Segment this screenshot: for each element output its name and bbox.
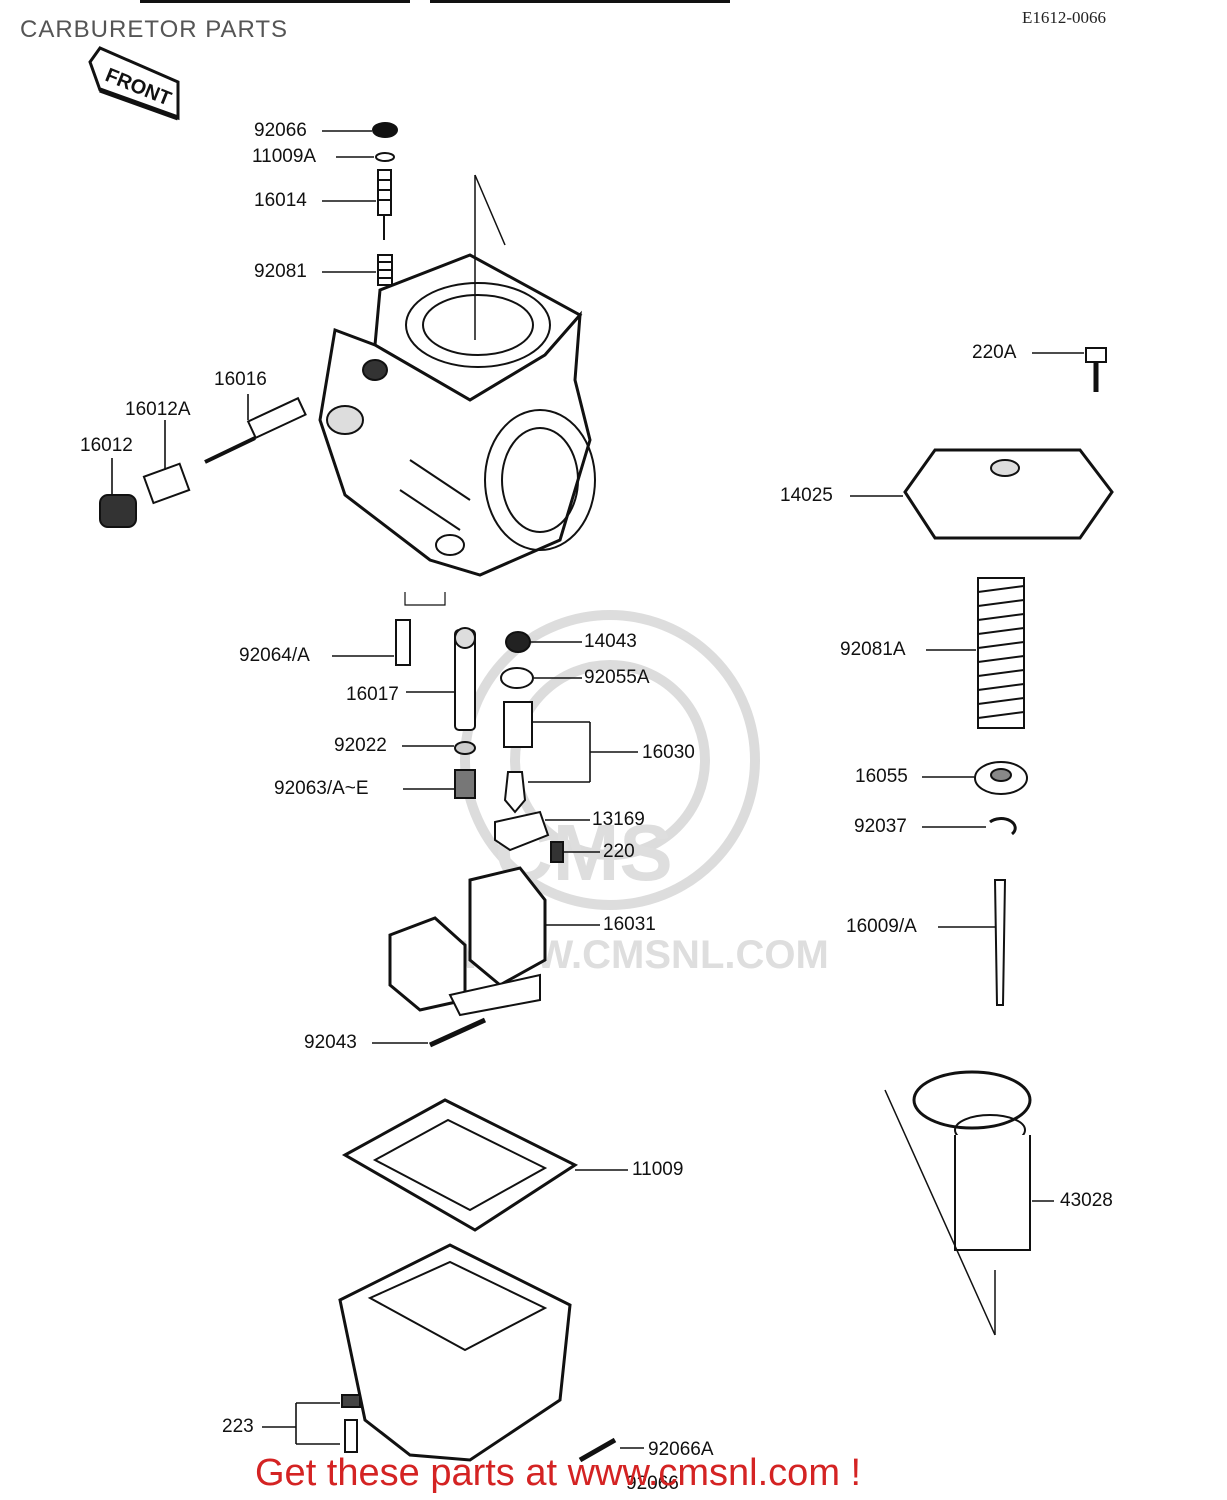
part-label-220a: 220A xyxy=(972,342,1017,363)
part-label-92064a: 92064/A xyxy=(239,645,310,666)
choke-plunger-drawing xyxy=(99,396,307,528)
idle-screw-stack-drawing xyxy=(372,122,398,286)
part-label-16012: 16012 xyxy=(80,435,133,456)
part-label-92022: 92022 xyxy=(334,735,387,756)
part-label-11009a: 11009A xyxy=(252,146,317,167)
carburetor-body-drawing xyxy=(318,174,596,577)
part-label-92043: 92043 xyxy=(304,1032,357,1053)
top-rule xyxy=(140,0,410,3)
leader-lines xyxy=(111,130,1084,1449)
part-label-220: 220 xyxy=(603,841,635,862)
top-rule xyxy=(430,0,730,3)
float-bowl-drawing xyxy=(338,1243,617,1463)
part-label-16009a: 16009/A xyxy=(846,916,917,937)
part-label-92037: 92037 xyxy=(854,816,907,837)
part-label-16016: 16016 xyxy=(214,369,267,390)
float-drawing xyxy=(388,866,547,1048)
part-label-92066-drain: 92066 xyxy=(626,1473,679,1494)
promo-banner-link[interactable]: Get these parts at www.cmsnl.com ! xyxy=(255,1452,862,1494)
part-label-92055a: 92055A xyxy=(584,667,650,688)
front-direction-tag xyxy=(88,46,180,121)
part-label-16030: 16030 xyxy=(642,742,695,763)
page-title: CARBURETOR PARTS xyxy=(20,16,289,43)
part-label-14043: 14043 xyxy=(584,631,637,652)
part-label-16055: 16055 xyxy=(855,766,908,787)
part-label-92081a: 92081A xyxy=(840,639,906,660)
float-bowl-gasket-drawing xyxy=(341,1098,579,1232)
part-label-92066a: 92066A xyxy=(648,1439,714,1460)
part-label-92081: 92081 xyxy=(254,261,307,282)
part-label-16031: 16031 xyxy=(603,914,656,935)
part-label-13169: 13169 xyxy=(592,809,645,830)
part-label-16012a: 16012A xyxy=(125,399,191,420)
part-label-92066: 92066 xyxy=(254,120,307,141)
part-label-14025: 14025 xyxy=(780,485,833,506)
vacuum-piston-assembly-drawing xyxy=(884,347,1114,1336)
part-label-43028: 43028 xyxy=(1060,1190,1113,1211)
part-label-16014: 16014 xyxy=(254,190,307,211)
part-label-16017: 16017 xyxy=(346,684,399,705)
watermark-logo xyxy=(460,610,760,910)
part-label-223: 223 xyxy=(222,1416,254,1437)
part-label-92063: 92063/A~E xyxy=(274,778,369,799)
part-label-11009: 11009 xyxy=(632,1159,684,1180)
diagram-code: E1612-0066 xyxy=(1022,8,1107,27)
